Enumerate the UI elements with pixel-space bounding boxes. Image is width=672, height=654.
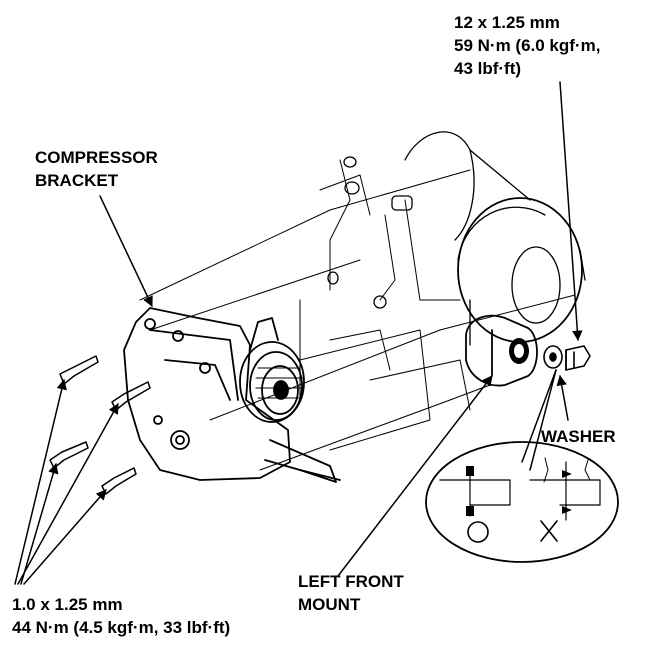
- engine-boss: [327, 156, 413, 309]
- left-front-mount-label: LEFT FRONT MOUNT: [298, 570, 404, 616]
- idler-pulley: [239, 317, 305, 423]
- bracket-bolt-size: 1.0 x 1.25 mm: [12, 595, 123, 614]
- mount-bolt-size: 12 x 1.25 mm: [454, 13, 560, 32]
- mount-bolt-torque-imperial: 43 lbf·ft): [454, 59, 522, 78]
- bracket-bolt-torque: 44 N·m (4.5 kgf·m, 33 lbf·ft): [12, 618, 231, 637]
- left-front-mount-label-line-2: MOUNT: [298, 595, 361, 614]
- compressor-bracket-label: COMPRESSOR BRACKET: [35, 146, 158, 192]
- washer-detail-inset: [425, 441, 619, 563]
- compressor-bracket: [123, 307, 341, 483]
- washer: [543, 345, 563, 369]
- mount-bolt-torque: 59 N·m (6.0 kgf·m,: [454, 36, 601, 55]
- bracket-bolt-spec-label: 1.0 x 1.25 mm 44 N·m (4.5 kgf·m, 33 lbf·…: [12, 593, 230, 639]
- engine-block-outline: [139, 159, 576, 471]
- compressor-bracket-label-line-2: BRACKET: [35, 171, 119, 190]
- transmission-housing: [404, 131, 586, 346]
- compressor-bracket-label-line-1: COMPRESSOR: [35, 148, 158, 167]
- left-front-mount-label-line-1: LEFT FRONT: [298, 572, 404, 591]
- mount-bolt-spec-label: 12 x 1.25 mm 59 N·m (6.0 kgf·m, 43 lbf·f…: [454, 11, 600, 80]
- incorrect-mark: [540, 520, 558, 542]
- left-front-mount: [465, 314, 538, 387]
- correct-mark: [467, 521, 489, 543]
- washer-label: WASHER: [541, 427, 616, 446]
- leader-lines: [14, 81, 583, 585]
- mount-bolt: [565, 345, 591, 371]
